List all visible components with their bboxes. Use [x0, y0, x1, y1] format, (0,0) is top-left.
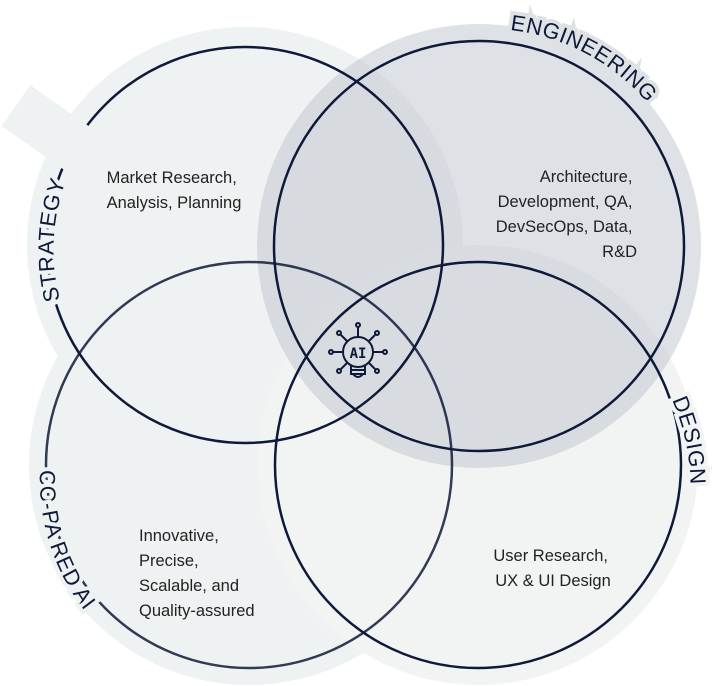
design-circle — [273, 260, 683, 670]
strategy-circle — [45, 45, 445, 445]
set-circles — [44, 39, 686, 670]
strategy-description: Market Research, Analysis, Planning — [107, 169, 242, 212]
copared-description: Innovative, Precise, Scalable, and Quali… — [139, 527, 255, 620]
engineering-circle — [272, 39, 686, 453]
center-ai-label: AI — [350, 346, 367, 362]
copared-circle — [44, 260, 454, 670]
lightbulb-ai-icon — [328, 322, 388, 378]
design-description: User Research, UX & UI Design — [493, 547, 612, 590]
engineering-halo — [257, 24, 701, 468]
halos — [27, 24, 701, 685]
engineering-description: Architecture, Development, QA, DevSecOps… — [496, 168, 637, 261]
